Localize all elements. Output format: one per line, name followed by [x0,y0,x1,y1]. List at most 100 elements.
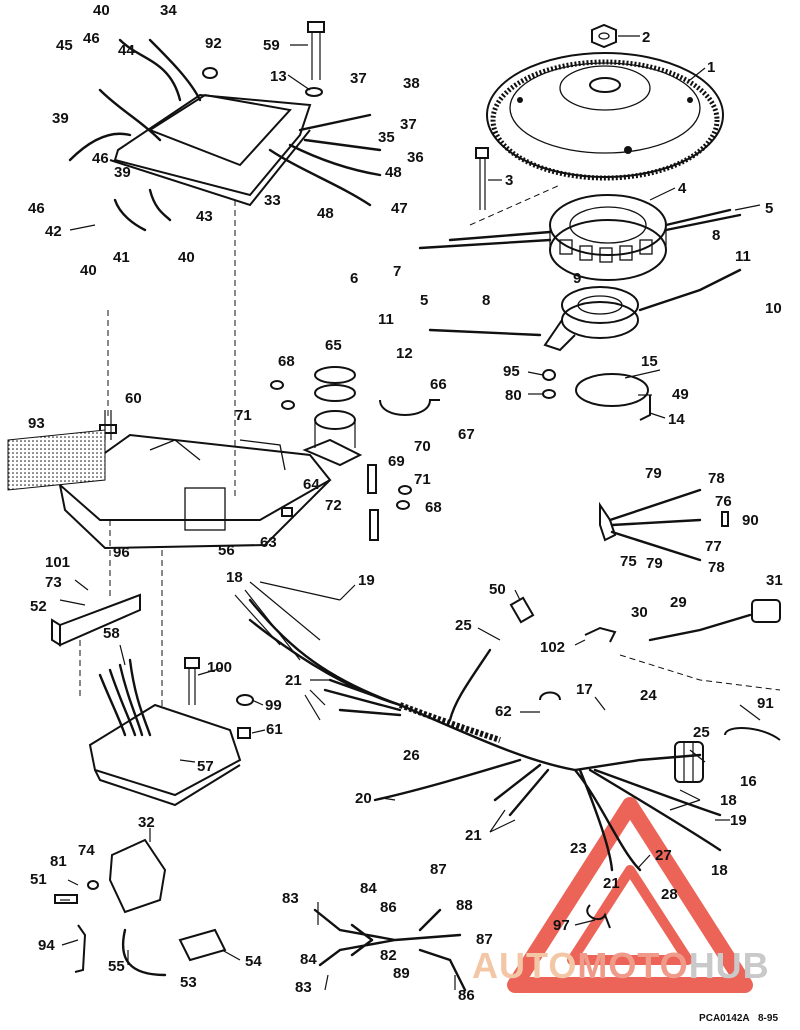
power-pack-leads [68,38,382,207]
ignition-coil [108,838,167,914]
svg-text:AUTOMOTOHUB: AUTOMOTOHUB [472,945,770,986]
callout-29: 29 [670,594,687,611]
callout-46b: 46 [92,150,109,167]
callout-30: 30 [631,604,648,621]
callout-38: 38 [403,75,420,92]
watermark-moto: MOTO [577,945,688,986]
callout-58: 58 [103,625,120,642]
main-harness [248,598,702,772]
flywheel [486,52,724,181]
callout-43: 43 [196,208,213,225]
bolt-59 [307,21,325,80]
callout-68b: 68 [425,499,442,516]
stator-leads [418,208,742,250]
callout-24: 24 [640,687,657,704]
callout-40c: 40 [178,249,195,266]
callout-12: 12 [396,345,413,362]
callout-32: 32 [138,814,155,831]
callout-87b: 87 [476,931,493,948]
callout-69: 69 [388,453,405,470]
watermark-auto: AUTO [472,945,577,986]
callout-19a: 19 [358,572,375,589]
callout-13: 13 [270,68,287,85]
harness-branches-right [573,768,722,872]
callout-79b: 79 [646,555,663,572]
callout-33: 33 [264,192,281,209]
small-hardware [54,369,781,977]
power-pack-57 [88,703,242,807]
callout-57: 57 [197,758,214,775]
callout-7: 7 [393,263,401,280]
callout-31: 31 [766,572,783,589]
callout-100: 100 [207,659,232,676]
callout-83a: 83 [282,890,299,907]
callout-54: 54 [245,953,262,970]
callout-37b: 37 [400,116,417,133]
callout-51: 51 [30,871,47,888]
callout-79a: 79 [645,465,662,482]
callout-71b: 71 [414,471,431,488]
callout-86a: 86 [380,899,397,916]
callout-39b: 39 [114,164,131,181]
callout-23: 23 [570,840,587,857]
callout-26: 26 [403,747,420,764]
timer-base [543,286,639,352]
callout-34: 34 [160,2,177,19]
callout-88: 88 [456,897,473,914]
callout-62: 62 [495,703,512,720]
callout-55: 55 [108,958,125,975]
callout-74: 74 [78,842,95,859]
harness-branches-bottom [493,763,550,817]
callout-37a: 37 [350,70,367,87]
alignment-guides [79,184,781,710]
callout-95: 95 [503,363,520,380]
callout-47: 47 [391,200,408,217]
callout-84b: 84 [300,951,317,968]
callout-10: 10 [765,300,782,317]
callout-78b: 78 [708,559,725,576]
callout-8b: 8 [482,292,490,309]
callout-80: 80 [505,387,522,404]
callout-77: 77 [705,538,722,555]
callout-84a: 84 [360,880,377,897]
callout-52: 52 [30,598,47,615]
stud-60 [99,410,117,440]
callout-87a: 87 [430,861,447,878]
callouts: 1 2 3 4 5 5 6 7 8 8 9 10 11 11 12 13 14 … [28,2,783,1004]
drawing-footer: PCA0142A 8-95 [699,1013,778,1024]
callout-21b: 21 [465,827,482,844]
bolt-100 [184,657,200,705]
sleeve-65 [314,366,356,402]
callout-86b: 86 [458,987,475,1004]
callout-99: 99 [265,697,282,714]
callout-73: 73 [45,574,62,591]
terminal-block [51,593,141,647]
callout-21a: 21 [285,672,302,689]
flywheel-nut [591,23,617,49]
callout-44: 44 [118,42,135,59]
callout-11b: 11 [378,311,394,328]
callout-46c: 46 [28,200,45,217]
callout-20: 20 [355,790,372,807]
power-pack [109,93,312,207]
callout-6: 6 [350,270,358,287]
callout-96: 96 [113,544,130,561]
callout-59: 59 [263,37,280,54]
stud-72 [367,464,379,541]
callout-41: 41 [113,249,130,266]
stator [549,194,667,281]
clamp-66 [379,399,440,416]
callout-27: 27 [655,847,672,864]
callout-42: 42 [45,223,62,240]
callout-83b: 83 [295,979,312,996]
callout-25b: 25 [693,724,710,741]
callout-102: 102 [540,639,565,656]
callout-92: 92 [205,35,222,52]
callout-53: 53 [180,974,197,991]
callout-91: 91 [757,695,774,712]
callout-68a: 68 [278,353,295,370]
washer-13 [305,87,323,97]
callout-18a: 18 [226,569,243,586]
callout-8a: 8 [712,227,720,244]
